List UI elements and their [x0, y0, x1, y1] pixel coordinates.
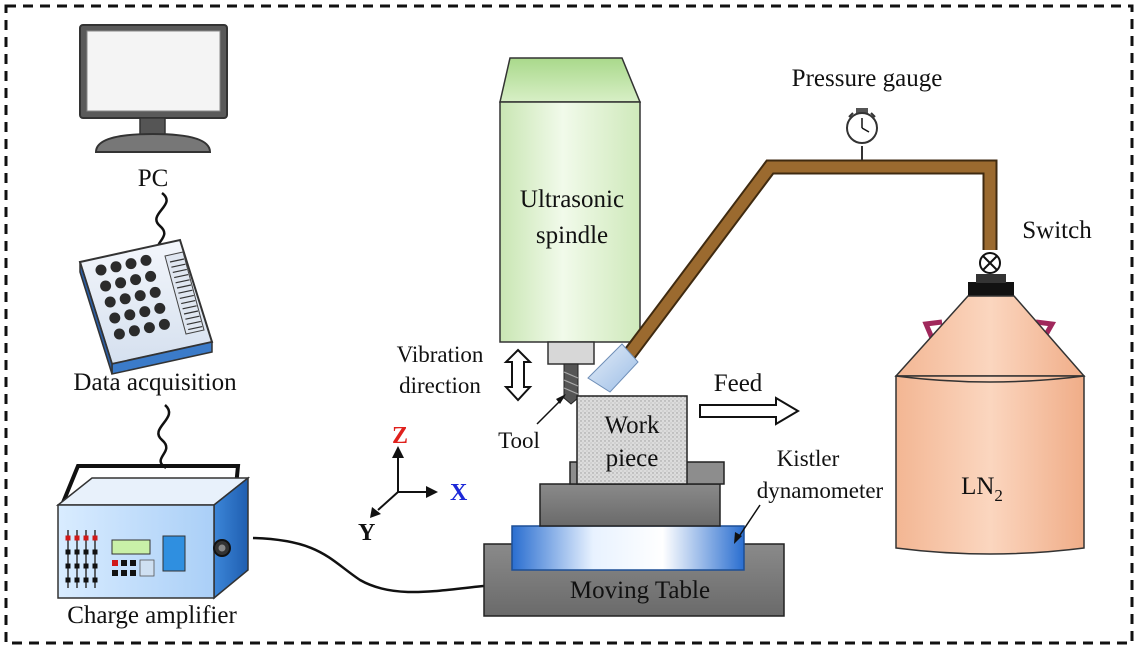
- vibration-arrow-icon: [503, 348, 533, 402]
- tool-label: Tool: [498, 428, 540, 453]
- charge-amplifier-icon: [55, 464, 251, 600]
- daq-knob: [104, 296, 116, 308]
- fixture-lower-block: [539, 483, 721, 527]
- dashed-border: [4, 4, 1134, 645]
- amp-slider-knob: [74, 535, 80, 541]
- daq-grille-line: [183, 310, 199, 315]
- spindle-label-line1: Ultrasonic: [520, 186, 624, 213]
- daq-knob: [130, 274, 142, 286]
- amp-slider-knob: [92, 535, 98, 541]
- daq-knob: [128, 325, 140, 337]
- daq-knob: [139, 306, 151, 318]
- z-axis-label: Z: [392, 423, 408, 449]
- amp-slider-knob: [65, 549, 71, 555]
- daq-grille-line: [175, 279, 190, 284]
- amp-slider-knob: [83, 563, 89, 569]
- switch-valve-icon: [979, 252, 1001, 274]
- amp-slider-knob: [74, 577, 80, 583]
- feed-arrow-icon: [699, 396, 800, 426]
- daq-grille-line: [178, 289, 193, 294]
- kistler-label-line2: dynamometer: [757, 478, 884, 503]
- data-acquisition-label: Data acquisition: [73, 369, 237, 396]
- daq-knob: [115, 277, 127, 289]
- daq-knob: [125, 258, 137, 270]
- pc-label: PC: [138, 165, 169, 192]
- amp-slider-knob: [65, 577, 71, 583]
- daq-grille-line: [186, 320, 201, 325]
- vibration-label-line2: direction: [399, 373, 481, 398]
- daq-knob: [158, 318, 170, 330]
- data-acquisition-device-icon: [78, 238, 214, 375]
- y-axis-label: Y: [358, 520, 375, 546]
- daq-knob: [95, 264, 107, 276]
- x-axis-label: X: [450, 480, 468, 506]
- amp-slider-knob: [83, 549, 89, 555]
- nozzle-icon: [587, 343, 639, 393]
- daq-knob: [143, 322, 155, 334]
- daq-grille-line: [181, 300, 196, 305]
- spindle-label-line2: spindle: [536, 222, 608, 249]
- pc-monitor-icon: [79, 24, 228, 153]
- amp-slider-knob: [65, 563, 71, 569]
- moving-table-label: Moving Table: [570, 577, 710, 604]
- workpiece: [576, 395, 688, 485]
- kistler-dynamometer: [511, 525, 745, 571]
- vibration-label-line1: Vibration: [397, 342, 484, 367]
- daq-knob: [124, 309, 136, 321]
- daq-knob: [154, 302, 166, 314]
- daq-knob: [100, 280, 112, 292]
- workpiece-label-line1: Work: [605, 412, 660, 439]
- feed-label: Feed: [714, 370, 763, 397]
- pressure-gauge-label: Pressure gauge: [792, 65, 943, 92]
- amp-slider-knob: [83, 535, 89, 541]
- daq-knob: [110, 261, 122, 273]
- kistler-pointer-line: [737, 504, 761, 539]
- amp-slider-knob: [74, 549, 80, 555]
- daq-grille-line: [182, 305, 197, 310]
- amp-slider-knob: [92, 549, 98, 555]
- daq-grille-line: [176, 284, 192, 289]
- daq-grille-line: [185, 315, 200, 320]
- daq-knob: [140, 254, 152, 266]
- ln2-label: LN2: [961, 473, 1003, 505]
- amp-slider-knob: [74, 563, 80, 569]
- daq-knob: [113, 328, 125, 340]
- daq-grille-line: [169, 258, 185, 263]
- daq-grille-line: [188, 326, 203, 331]
- daq-knob: [149, 286, 161, 298]
- ln2-supply-pipe: [620, 161, 996, 364]
- workpiece-label-line2: piece: [606, 445, 659, 472]
- amplifier-dynamometer-cable: [252, 536, 485, 594]
- amp-slider-knob: [92, 577, 98, 583]
- daq-knob: [145, 270, 157, 282]
- amp-slider-knob: [83, 577, 89, 583]
- daq-knob: [119, 293, 131, 305]
- ultrasonic-spindle: [499, 57, 642, 405]
- daq-amplifier-cable: [157, 404, 171, 470]
- daq-knob: [109, 312, 121, 324]
- daq-grille-line: [179, 294, 194, 299]
- kistler-label-line1: Kistler: [777, 446, 840, 471]
- switch-label: Switch: [1022, 217, 1092, 244]
- pressure-gauge-icon: [846, 108, 878, 160]
- amp-slider-knob: [92, 563, 98, 569]
- amp-slider-knob: [65, 535, 71, 541]
- daq-knob: [134, 290, 146, 302]
- charge-amplifier-label: Charge amplifier: [67, 602, 237, 629]
- ln2-tank: [894, 274, 1086, 555]
- daq-grille-line: [171, 263, 186, 268]
- daq-grille-line: [172, 268, 187, 273]
- daq-grille-line: [174, 274, 189, 279]
- coordinate-axes: [370, 446, 438, 518]
